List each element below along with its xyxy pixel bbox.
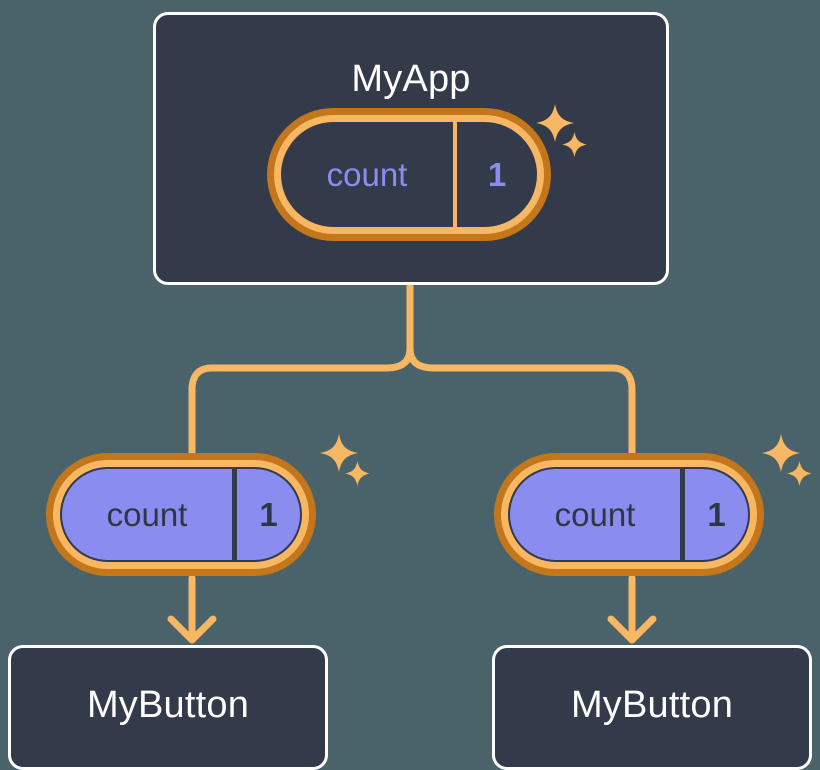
state-value-label: 1 bbox=[232, 469, 300, 560]
sparkle-icon bbox=[345, 461, 370, 486]
state-pill-body: count 1 bbox=[60, 467, 302, 562]
state-pill-ring: count 1 bbox=[53, 460, 309, 569]
state-pill-ring: count 1 bbox=[274, 115, 544, 234]
arrow-head-right bbox=[607, 615, 657, 644]
component-title: MyButton bbox=[570, 684, 734, 726]
state-key-label: count bbox=[554, 495, 636, 533]
state-value-label: 1 bbox=[680, 469, 748, 560]
sparkle-icon bbox=[320, 434, 358, 472]
sparkle-icon bbox=[762, 434, 800, 472]
sparkle-icon bbox=[787, 461, 812, 486]
sparkle-group-child-0 bbox=[320, 434, 376, 498]
state-pill-ring: count 1 bbox=[501, 460, 757, 569]
arrow-head-left bbox=[167, 615, 217, 644]
component-card-mybutton-0[interactable]: MyButton bbox=[8, 645, 328, 770]
state-key-label: count bbox=[106, 495, 188, 533]
state-pill-body: count 1 bbox=[508, 467, 750, 562]
page-title: MyApp bbox=[351, 58, 471, 100]
branch-connector-icon bbox=[188, 282, 636, 457]
state-pill-root[interactable]: count 1 bbox=[267, 108, 551, 241]
state-pill-child-0[interactable]: count 1 bbox=[46, 453, 316, 576]
sparkle-group-child-1 bbox=[762, 434, 818, 498]
state-value-label: 1 bbox=[453, 122, 537, 227]
state-pill-child-1[interactable]: count 1 bbox=[494, 453, 764, 576]
state-pill-body: count 1 bbox=[281, 122, 537, 227]
state-key-label: count bbox=[326, 155, 408, 193]
component-card-mybutton-1[interactable]: MyButton bbox=[492, 645, 812, 770]
component-title: MyButton bbox=[86, 684, 250, 726]
